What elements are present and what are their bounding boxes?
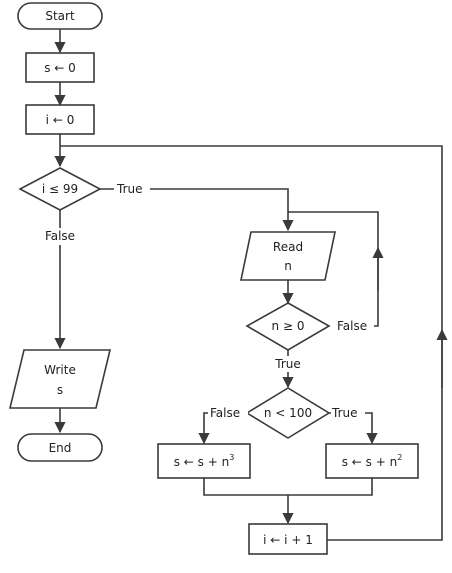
increment-process (248, 523, 328, 555)
label-false-n-nonneg: False (337, 319, 367, 333)
init-s-process (25, 52, 95, 83)
start-node: Start (17, 2, 103, 30)
cond-i-label: i ≤ 99 (42, 182, 78, 196)
start-label: Start (45, 9, 75, 23)
init-i-label: i ← 0 (46, 113, 75, 127)
write-node: Write s (8, 349, 112, 409)
assign-cube-process (157, 443, 251, 479)
cond-n-lt100-decision (245, 387, 331, 439)
write-label-line1: Write (44, 363, 76, 377)
label-false-n-lt100: False (210, 406, 240, 420)
end-label: End (49, 441, 72, 455)
write-io (8, 349, 112, 409)
end-terminator (17, 433, 103, 462)
label-false-i: False (45, 229, 75, 243)
read-node: Read n (240, 231, 336, 281)
increment-node: i ← i + 1 (248, 523, 328, 555)
arrow-true-to-read (100, 188, 294, 232)
read-io (240, 231, 336, 281)
cond-n-lt100-label: n < 100 (264, 406, 312, 420)
assign-square-process (325, 443, 419, 479)
assign-square-label: s ← s + n2 (342, 453, 403, 469)
cond-n-nonneg-decision (245, 302, 331, 351)
cond-n-lt100-node: n < 100 (245, 387, 331, 439)
assign-cube-node: s ← s + n3 (157, 443, 251, 479)
edge-labels: True False False True False True (38, 181, 374, 421)
loop-back-line (60, 145, 443, 541)
label-true-n-nonneg: True (274, 357, 301, 371)
cond-i-decision (18, 167, 102, 211)
assign-square-node: s ← s + n2 (325, 443, 419, 479)
read-label-line1: Read (273, 240, 303, 254)
init-s-label: s ← 0 (44, 61, 76, 75)
increment-label: i ← i + 1 (263, 533, 313, 547)
write-label-line2: s (57, 383, 63, 397)
init-i-process (25, 104, 95, 135)
cond-n-nonneg-node: n ≥ 0 (245, 302, 331, 351)
init-s-node: s ← 0 (25, 52, 95, 83)
init-i-node: i ← 0 (25, 104, 95, 135)
cond-n-nonneg-label: n ≥ 0 (272, 319, 305, 333)
merge-line (203, 478, 373, 496)
end-node: End (17, 433, 103, 462)
label-true-i: True (116, 182, 143, 196)
start-terminator (17, 2, 103, 30)
label-true-n-lt100: True (331, 406, 358, 420)
cond-i-node: i ≤ 99 (18, 167, 102, 211)
read-label-line2: n (284, 259, 292, 273)
assign-cube-label: s ← s + n3 (174, 453, 235, 469)
